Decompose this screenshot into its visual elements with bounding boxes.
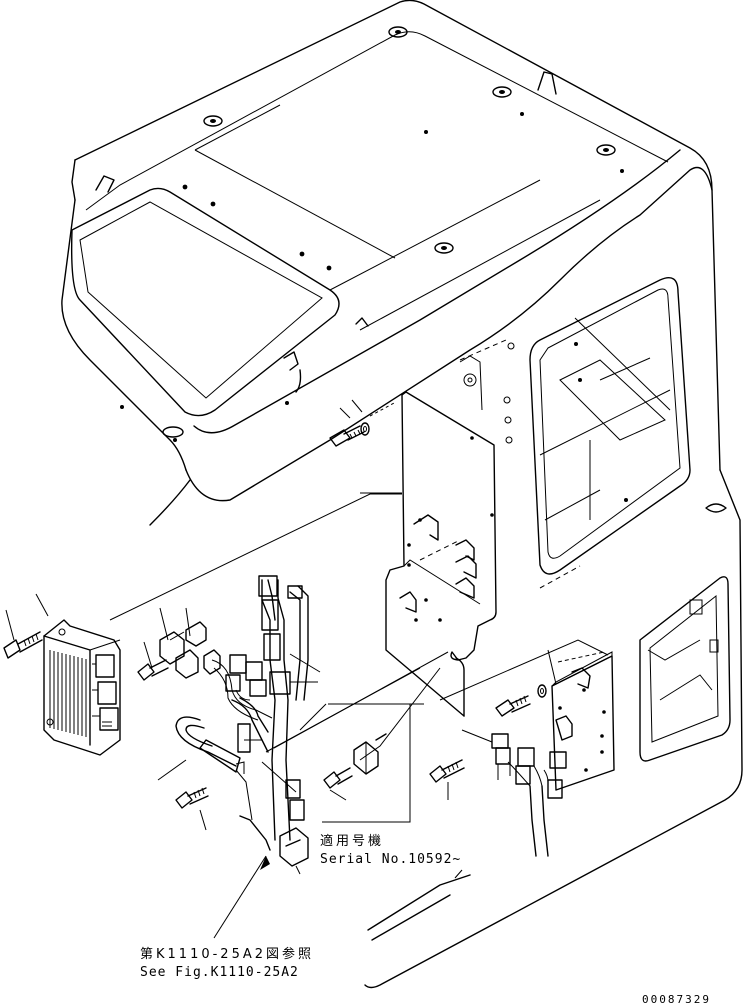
serial-note-jp: 適用号機 — [320, 833, 384, 849]
leader-lines-right — [439, 639, 609, 800]
bolt-icon — [429, 759, 465, 783]
bolt-icon — [329, 425, 365, 447]
relay-icon — [353, 733, 387, 775]
bolt-icon — [3, 631, 43, 659]
relay-icon — [159, 621, 207, 679]
drawing-code: 00087329 — [642, 993, 711, 1006]
wiring-harness-icon — [175, 575, 309, 875]
bolt-icon — [175, 787, 209, 809]
roof-boss-group — [162, 26, 616, 438]
bolt-icon — [495, 695, 531, 717]
cab-shell — [61, 0, 743, 989]
ecu-controller-icon — [43, 619, 121, 756]
wiring-harness-icon — [507, 715, 573, 857]
mounting-bracket-plate — [360, 391, 497, 717]
relay-icon — [491, 733, 567, 799]
serial-callout-bracket — [299, 703, 424, 823]
serial-note-en: Serial No.10592~ — [320, 852, 461, 867]
bolt-icon — [137, 659, 169, 681]
bracket-plate-icon — [551, 651, 615, 791]
leader-lines-left — [143, 607, 449, 831]
washer-icon — [537, 684, 547, 698]
bolt-icon — [323, 767, 353, 789]
washer-icon — [360, 422, 370, 436]
figure-ref-jp: 第K1110-25A2図参照 — [140, 946, 314, 962]
figure-ref-en: See Fig.K1110-25A2 — [140, 965, 299, 980]
